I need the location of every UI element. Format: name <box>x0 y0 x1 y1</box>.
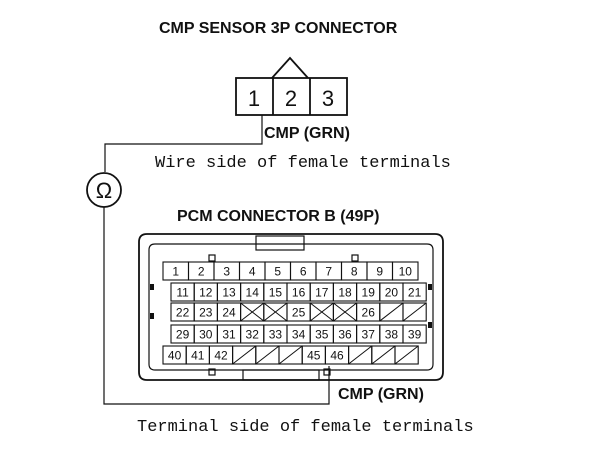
pcm-pin-number: 32 <box>246 328 260 342</box>
pcm-pin-number: 24 <box>222 306 236 320</box>
pcm-pin-number: 18 <box>338 286 352 300</box>
pcm-pin-number: 14 <box>246 286 260 300</box>
cmp-connector: 1 2 3 <box>235 56 348 116</box>
pcm-pin-number: 16 <box>292 286 306 300</box>
pcm-pin-number: 45 <box>307 349 321 363</box>
pcm-pin-cell <box>402 324 427 344</box>
pcm-pin-number: 41 <box>191 349 205 363</box>
probe-wire-bottom <box>103 207 330 405</box>
pcm-pin-number: 12 <box>199 286 213 300</box>
pcm-pin-number: 22 <box>176 306 190 320</box>
cmp-connector-title: CMP SENSOR 3P CONNECTOR <box>159 20 398 37</box>
unused-pin-mark <box>255 345 280 365</box>
pcm-pin-number: 17 <box>315 286 329 300</box>
unused-pin-mark <box>371 345 396 365</box>
pcm-pin-number: 6 <box>300 265 307 279</box>
pcm-pin-number: 2 <box>198 265 205 279</box>
unused-pin-mark <box>379 302 404 322</box>
pcm-wire-label: CMP (GRN) <box>338 386 424 403</box>
unused-pin-mark <box>394 345 419 365</box>
blocked-pin-mark <box>333 302 357 322</box>
blocked-pin-mark <box>309 302 334 322</box>
cmp-connector-latch <box>271 56 309 79</box>
pcm-pin-number: 25 <box>292 306 306 320</box>
pcm-pin-number: 29 <box>176 328 190 342</box>
pcm-pin-cell <box>402 282 427 302</box>
cmp-wire-label: CMP (GRN) <box>264 125 350 142</box>
pcm-pin-number: 40 <box>168 349 182 363</box>
pcm-pin-number: 11 <box>176 286 189 300</box>
pcm-housing-inner <box>148 243 434 371</box>
pcm-pin-number: 30 <box>199 328 213 342</box>
cmp-terminal-2: 2 <box>285 86 297 111</box>
cmp-terminal-1: 1 <box>248 86 260 111</box>
pcm-pin-number: 42 <box>214 349 228 363</box>
cmp-view-caption: Wire side of female terminals <box>155 154 451 173</box>
blocked-pin-mark <box>263 302 288 322</box>
pcm-pin-number: 21 <box>408 286 422 300</box>
pcm-pin-number: 31 <box>222 328 236 342</box>
unused-pin-mark <box>348 345 373 365</box>
pcm-pin-number: 35 <box>315 328 329 342</box>
pcm-pin-number: 10 <box>399 265 413 279</box>
pcm-view-caption: Terminal side of female terminals <box>137 418 474 437</box>
unused-pin-mark <box>232 345 257 365</box>
pcm-pin-cell <box>394 345 419 365</box>
cmp-connector-body <box>235 77 348 116</box>
blocked-pin-mark <box>240 302 265 322</box>
probe-wire-top <box>104 115 263 172</box>
unused-pin-mark <box>278 345 303 365</box>
pcm-pin-number: 34 <box>292 328 306 342</box>
pcm-bottom-key <box>242 369 320 381</box>
cmp-terminal-3: 3 <box>322 86 334 111</box>
pcm-pin-number: 9 <box>376 265 383 279</box>
pcm-pin-cell <box>391 261 419 281</box>
pcm-pin-number: 26 <box>362 306 376 320</box>
pcm-pin-number: 8 <box>351 265 358 279</box>
pcm-pin-cell <box>402 302 427 322</box>
pcm-top-key <box>255 235 305 251</box>
pcm-pin-number: 23 <box>199 306 213 320</box>
pcm-pin-number: 38 <box>385 328 399 342</box>
pcm-pin-number: 46 <box>330 349 344 363</box>
pcm-pin-number: 1 <box>172 265 179 279</box>
pcm-pin-number: 20 <box>385 286 399 300</box>
unused-pin-mark <box>402 302 427 322</box>
pcm-pin-number: 33 <box>269 328 283 342</box>
pcm-pin-number: 36 <box>338 328 352 342</box>
pcm-pin-number: 3 <box>223 265 230 279</box>
pcm-housing-outer <box>138 233 444 381</box>
pcm-pin-number: 39 <box>408 328 422 342</box>
pcm-pin-number: 7 <box>325 265 332 279</box>
pcm-pin-number: 19 <box>362 286 376 300</box>
pcm-pin-number: 13 <box>222 286 236 300</box>
pcm-pin-number: 4 <box>249 265 256 279</box>
pcm-pin-number: 5 <box>274 265 281 279</box>
pcm-pin-number: 37 <box>362 328 376 342</box>
ohmmeter-icon: Ω <box>96 178 112 203</box>
pcm-connector-title: PCM CONNECTOR B (49P) <box>177 208 379 225</box>
pcm-pin-number: 15 <box>269 286 283 300</box>
